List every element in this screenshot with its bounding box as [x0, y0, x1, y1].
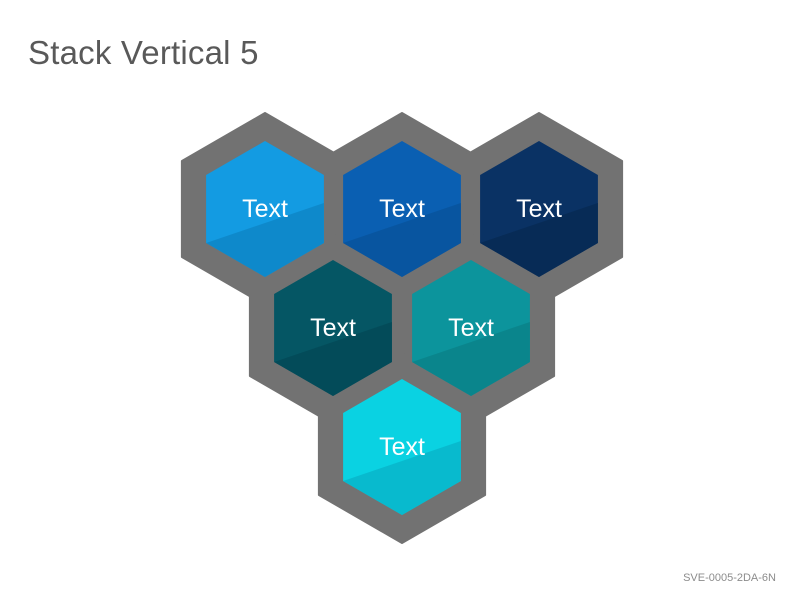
- hex-shade-3: [480, 203, 598, 277]
- hex-tile-3: Text: [480, 141, 598, 277]
- hex-shade-1: [206, 203, 324, 277]
- hex-label-4: Text: [310, 314, 356, 342]
- hex-label-3: Text: [516, 195, 562, 223]
- hex-tile-6: Text: [343, 379, 461, 515]
- hex-tile-2: Text: [343, 141, 461, 277]
- hex-label-6: Text: [379, 433, 425, 461]
- hex-shade-5: [412, 322, 530, 396]
- hex-tile-1: Text: [206, 141, 324, 277]
- slide-code: SVE-0005-2DA-6N: [683, 572, 776, 584]
- hex-label-1: Text: [242, 195, 288, 223]
- hex-shade-6: [343, 441, 461, 515]
- hex-label-5: Text: [448, 314, 494, 342]
- hex-shade-4: [274, 322, 392, 396]
- hex-tile-5: Text: [412, 260, 530, 396]
- hex-tile-4: Text: [274, 260, 392, 396]
- hex-label-2: Text: [379, 195, 425, 223]
- hex-shade-2: [343, 203, 461, 277]
- slide-title: Stack Vertical 5: [28, 34, 259, 71]
